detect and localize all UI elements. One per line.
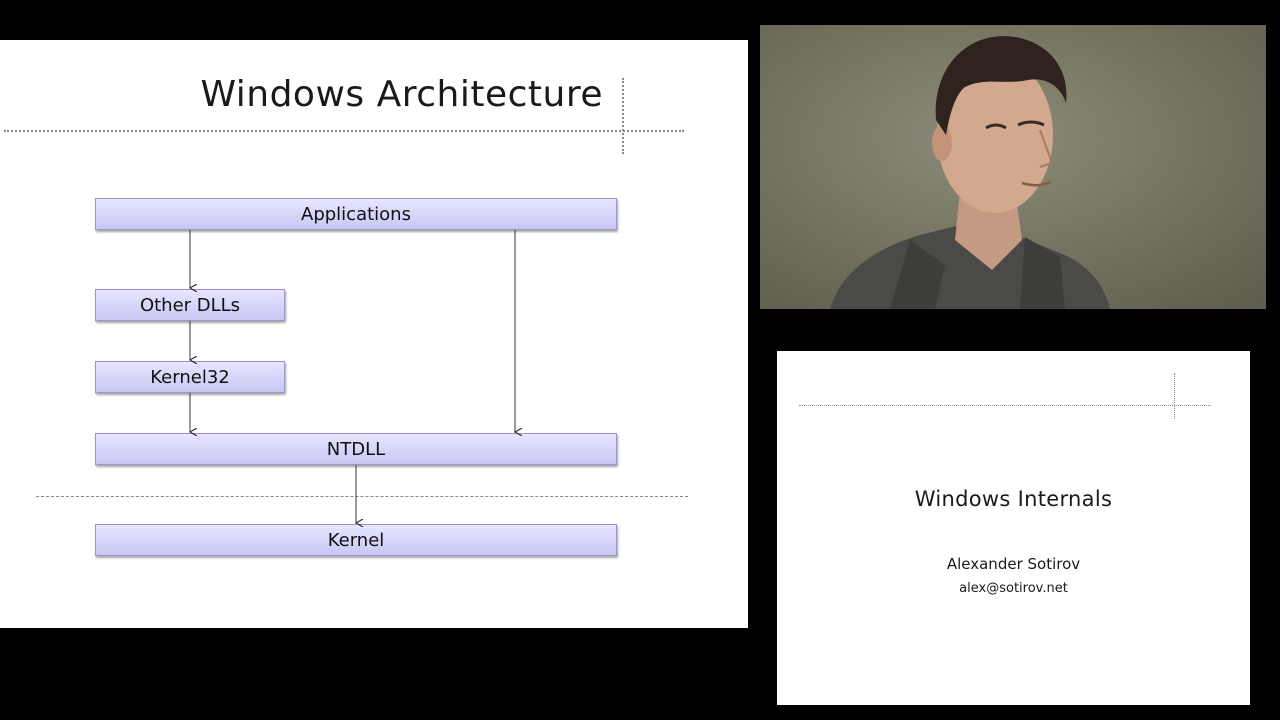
title-divider-line [4, 130, 684, 132]
user-kernel-boundary-line [36, 496, 688, 497]
diagram-arrows [0, 230, 748, 628]
applications-label: Applications [301, 203, 411, 225]
thumbnail-slide: Windows Internals Alexander Sotirov alex… [777, 351, 1250, 705]
main-slide: Windows Architecture Applications Other … [0, 40, 748, 628]
kernel-box: Kernel [95, 524, 617, 556]
ntdll-label: NTDLL [326, 438, 386, 460]
title-divider-vertical [622, 78, 624, 154]
slide-title: Windows Architecture [200, 74, 603, 115]
presenter-video [760, 25, 1266, 309]
thumbnail-title: Windows Internals [914, 487, 1113, 511]
ntdll-box: NTDLL [95, 433, 617, 465]
other-dlls-label: Other DLLs [139, 294, 241, 316]
thumbnail-divider-vertical [1174, 373, 1175, 419]
thumbnail-divider-line [799, 405, 1211, 406]
presenter-figure [760, 25, 1266, 309]
kernel32-label: Kernel32 [150, 366, 230, 388]
thumbnail-author: Alexander Sotirov [946, 555, 1081, 573]
kernel-label: Kernel [327, 529, 385, 551]
thumbnail-email: alex@sotirov.net [959, 581, 1068, 596]
kernel32-box: Kernel32 [95, 361, 285, 393]
applications-box: Applications [95, 198, 617, 230]
